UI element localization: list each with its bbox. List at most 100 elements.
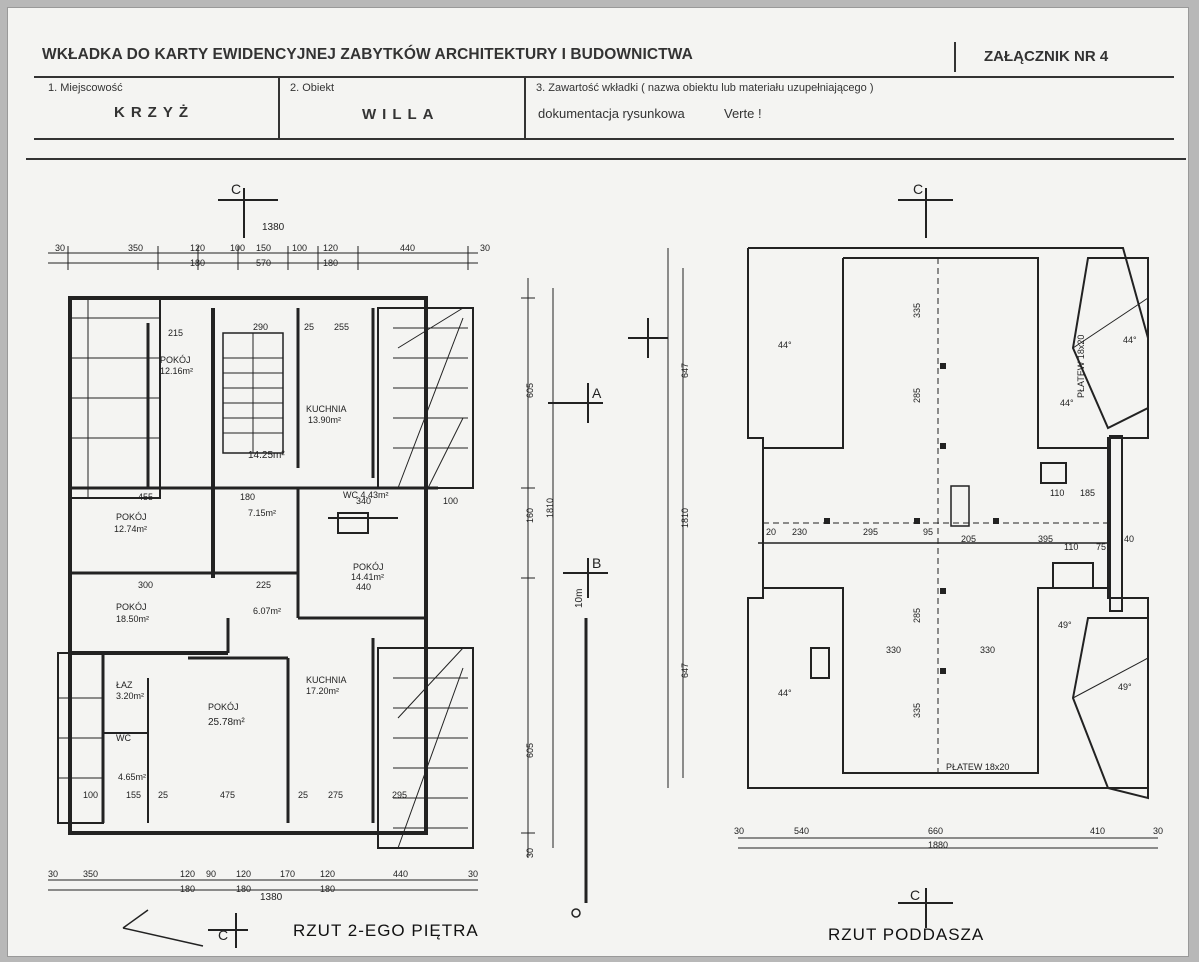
svg-text:75: 75: [1096, 542, 1106, 552]
title-divider: [954, 42, 956, 72]
svg-text:POKÓJ: POKÓJ: [116, 512, 147, 522]
svg-text:225: 225: [256, 580, 271, 590]
svg-text:30: 30: [1153, 826, 1163, 836]
svg-text:340: 340: [356, 496, 371, 506]
svg-text:205: 205: [961, 534, 976, 544]
svg-text:120: 120: [320, 869, 335, 879]
svg-text:WC 4.43m²: WC 4.43m²: [343, 490, 389, 500]
slope-3: 44°: [1060, 398, 1074, 408]
slope-4: 44°: [778, 688, 792, 698]
svg-text:KUCHNIA: KUCHNIA: [306, 404, 347, 414]
svg-text:185: 185: [1080, 488, 1095, 498]
svg-text:100: 100: [443, 496, 458, 506]
svg-text:30: 30: [468, 869, 478, 879]
svg-text:440: 440: [393, 869, 408, 879]
svg-text:30: 30: [55, 243, 65, 253]
record-card-header: WKŁADKA DO KARTY EWIDENCYJNEJ ZABYTKÓW A…: [34, 38, 1174, 148]
svg-text:455: 455: [138, 492, 153, 502]
svg-text:1810: 1810: [680, 508, 690, 528]
field-divider-2: [524, 76, 526, 140]
svg-text:120: 120: [236, 869, 251, 879]
svg-text:285: 285: [912, 608, 922, 623]
svg-text:440: 440: [356, 582, 371, 592]
svg-text:30: 30: [734, 826, 744, 836]
svg-text:25.78m²: 25.78m²: [208, 717, 245, 728]
svg-text:180: 180: [323, 258, 338, 268]
slope-5: 49°: [1058, 620, 1072, 630]
header-rule-top: [34, 76, 1174, 78]
svg-text:350: 350: [83, 869, 98, 879]
svg-text:230: 230: [792, 527, 807, 537]
svg-text:475: 475: [220, 790, 235, 800]
caption-2nd-floor: RZUT 2-EGO PIĘTRA: [293, 921, 479, 940]
svg-text:180: 180: [240, 492, 255, 502]
svg-text:40: 40: [1124, 534, 1134, 544]
svg-text:300: 300: [138, 580, 153, 590]
svg-text:540: 540: [794, 826, 809, 836]
svg-text:120: 120: [323, 243, 338, 253]
svg-text:295: 295: [863, 527, 878, 537]
svg-text:395: 395: [1038, 534, 1053, 544]
svg-text:1380: 1380: [260, 892, 283, 903]
svg-text:POKÓJ: POKÓJ: [160, 355, 191, 365]
svg-text:12.74m²: 12.74m²: [114, 524, 147, 534]
svg-text:90: 90: [206, 869, 216, 879]
slope-2: 44°: [1123, 335, 1137, 345]
section-mark-c-top: C: [231, 181, 241, 197]
field-content-label: 3. Zawartość wkładki ( nazwa obiektu lub…: [536, 82, 874, 94]
svg-text:605: 605: [525, 743, 535, 758]
label-purlin-bottom: PŁATEW 18x20: [946, 762, 1009, 772]
svg-text:KUCHNIA: KUCHNIA: [306, 675, 347, 685]
dim-total-attic: 1880: [928, 840, 948, 850]
attic-section-mark-bottom: C: [910, 887, 920, 903]
svg-text:335: 335: [912, 703, 922, 718]
svg-text:POKÓJ: POKÓJ: [353, 562, 384, 572]
svg-text:12.16m²: 12.16m²: [160, 366, 193, 376]
field-object-value: WILLA: [362, 106, 440, 123]
svg-text:275: 275: [328, 790, 343, 800]
svg-text:160: 160: [525, 508, 535, 523]
section-mark-b: B: [592, 555, 601, 571]
svg-text:647: 647: [680, 363, 690, 378]
svg-text:18.50m²: 18.50m²: [116, 614, 149, 624]
svg-text:14.25m²: 14.25m²: [248, 450, 285, 461]
svg-text:295: 295: [392, 790, 407, 800]
svg-text:215: 215: [168, 328, 183, 338]
svg-text:285: 285: [912, 388, 922, 403]
svg-text:30: 30: [525, 848, 535, 858]
svg-text:570: 570: [256, 258, 271, 268]
document-title: WKŁADKA DO KARTY EWIDENCYJNEJ ZABYTKÓW A…: [42, 46, 693, 63]
label-purlin-top: PŁATEW 18x20: [1076, 335, 1086, 398]
svg-text:100: 100: [292, 243, 307, 253]
slope-6: 49°: [1118, 682, 1132, 692]
svg-text:17.20m²: 17.20m²: [306, 686, 339, 696]
svg-text:1810: 1810: [545, 498, 555, 518]
svg-text:25: 25: [158, 790, 168, 800]
svg-text:150: 150: [256, 243, 271, 253]
svg-text:120: 120: [190, 243, 205, 253]
scale-label: 10m: [574, 589, 585, 608]
svg-text:155: 155: [126, 790, 141, 800]
field-locality-value: KRZYŻ: [114, 104, 194, 121]
svg-text:4.65m²: 4.65m²: [118, 772, 146, 782]
header-rule-bottom: [34, 138, 1174, 140]
svg-text:330: 330: [886, 645, 901, 655]
field-object-label: 2. Obiekt: [290, 82, 335, 94]
svg-text:410: 410: [1090, 826, 1105, 836]
svg-text:605: 605: [525, 383, 535, 398]
svg-text:20: 20: [766, 527, 776, 537]
separator-rule: [26, 158, 1186, 160]
svg-text:647: 647: [680, 663, 690, 678]
svg-text:255: 255: [334, 322, 349, 332]
svg-text:660: 660: [928, 826, 943, 836]
floor-plan-attic: PŁATEW 18x20 PŁATEW 18x20 44° 44° 44° 44…: [628, 181, 1163, 944]
svg-text:290: 290: [253, 322, 268, 332]
svg-text:30: 30: [48, 869, 58, 879]
svg-text:13.90m²: 13.90m²: [308, 415, 341, 425]
svg-text:6.07m²: 6.07m²: [253, 606, 281, 616]
svg-text:330: 330: [980, 645, 995, 655]
svg-text:440: 440: [400, 243, 415, 253]
caption-attic: RZUT PODDASZA: [828, 925, 984, 944]
svg-text:180: 180: [320, 884, 335, 894]
svg-text:95: 95: [923, 527, 933, 537]
